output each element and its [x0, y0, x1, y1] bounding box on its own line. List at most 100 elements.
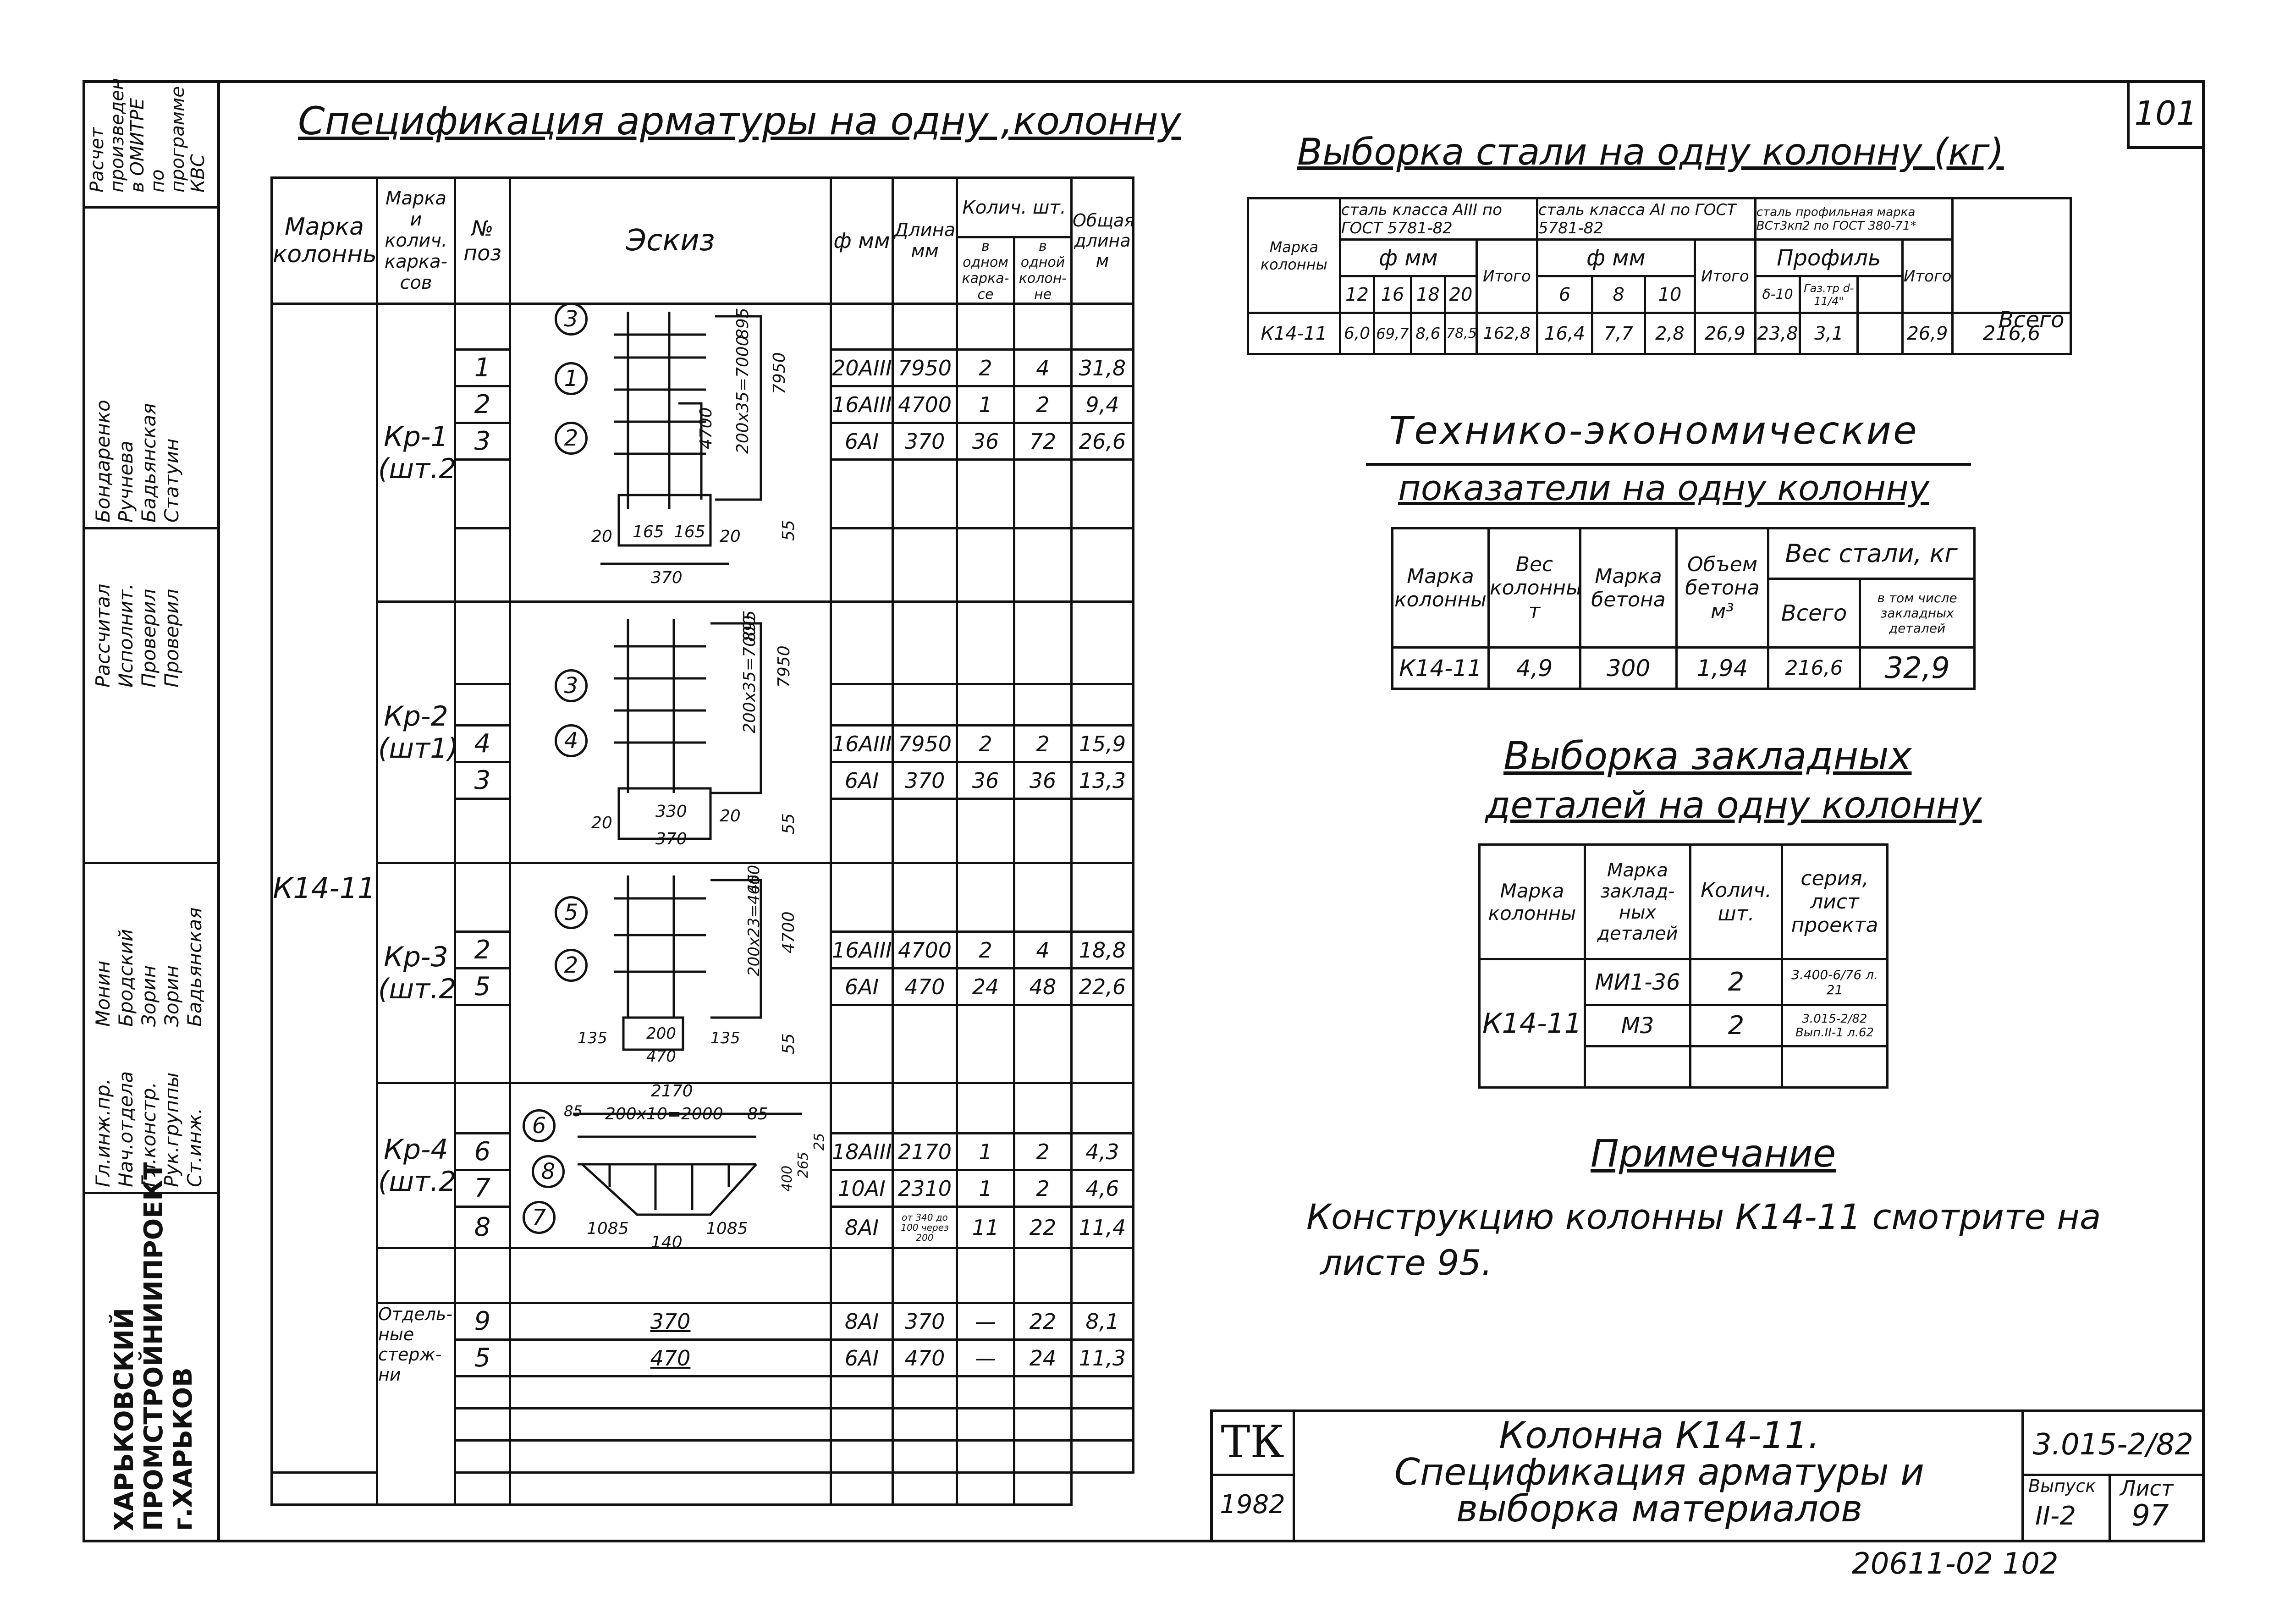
- dim-kr4: 85: [747, 1105, 768, 1123]
- dim-kr4: 25: [811, 1133, 827, 1151]
- spec-title: Спецификация арматуры на одну ,колонну: [298, 99, 1181, 143]
- stamp-sheet: 97: [2131, 1499, 2169, 1533]
- side-calc-note: Расчет произведен в ОМИТРЕ по программе …: [87, 78, 209, 193]
- frame-separate: Отдель-ные стерж-ни: [376, 1302, 456, 1506]
- hdr-qty-frame: в одном карка-се: [956, 236, 1015, 305]
- note-text-2: листе 95.: [1320, 1242, 1492, 1283]
- embedded-table: Марка колонны Марка заклад-ных деталей К…: [1478, 843, 1889, 1089]
- spec-table: Марка колонны Марка и колич. карка-сов №…: [270, 176, 1134, 1506]
- title-block-divider: [2021, 1409, 2024, 1542]
- dim-kr2: 895: [740, 610, 759, 642]
- steel-title: Выборка стали на одну колонну (кг): [1297, 131, 2004, 173]
- callout-circle: 5: [555, 896, 588, 929]
- archive-number: 20611-02 102: [1852, 1547, 2059, 1581]
- sheet-number: 101: [2134, 94, 2197, 132]
- frame-kr2: Кр-2 (шт1): [376, 600, 456, 864]
- dim-kr3: 45: [745, 874, 763, 894]
- hdr-total: Общая длина м: [1070, 176, 1134, 305]
- sketch-kr4-drawing: [573, 1112, 802, 1216]
- hdr-mark: Марка колонны: [270, 176, 378, 305]
- side-divider-3: [83, 862, 220, 864]
- dim-kr1: 7950: [770, 352, 789, 394]
- frame-kr4: Кр-4 (шт.2): [376, 1082, 456, 1249]
- sheet-number-box: [2127, 80, 2205, 149]
- dim-kr4: 200х10=2000: [605, 1105, 723, 1123]
- dim-kr2: 370: [655, 830, 687, 848]
- side-name-5: Бадьянская: [183, 907, 206, 1027]
- hdr-pos: № поз: [454, 176, 511, 305]
- callout-circle: 1: [555, 362, 588, 395]
- stamp-title-2: Спецификация арматуры и: [1394, 1451, 1925, 1493]
- callout-circle: 8: [532, 1155, 565, 1188]
- hdr-sketch: Эскиз: [509, 176, 832, 305]
- dim-kr1: 895: [733, 308, 752, 339]
- tech-title-1: Технико-экономические: [1389, 408, 1919, 453]
- side-role2-3: Проверил: [138, 589, 160, 688]
- stamp-issue: II-2: [2035, 1501, 2076, 1531]
- side-name2-1: Бондаренко: [92, 400, 114, 523]
- dim-kr1: 4700: [697, 407, 716, 449]
- side-name2-4: Статуин: [160, 438, 183, 523]
- dim-kr1: 200х35=7000: [733, 336, 752, 454]
- hdr-diam: ф мм: [830, 176, 894, 305]
- side-role-3: Гл.констр.: [138, 1082, 160, 1187]
- side-company: ХАРЬКОВСКИЙ ПРОМСТРОЙНИИПРОЕКТ г.ХАРЬКОВ: [110, 1162, 198, 1531]
- sketch-kr3-drawing: [614, 875, 762, 1051]
- stamp-code: 3.015-2/82: [2032, 1428, 2194, 1462]
- callout-circle: 6: [523, 1109, 556, 1142]
- callout-circle: 3: [555, 303, 588, 336]
- dim-kr1: 370: [651, 568, 683, 587]
- hdr-qty: Колич. шт.: [956, 176, 1073, 238]
- dim-kr3: 4700: [779, 911, 798, 953]
- dim-kr2: 20: [591, 814, 612, 832]
- callout-circle: 3: [555, 669, 588, 702]
- tech-title-underline: [1366, 463, 1971, 466]
- stamp-issue-label: Выпуск: [2028, 1476, 2096, 1496]
- dim-kr4: 1085: [706, 1219, 748, 1238]
- column-mark: К14-11: [270, 303, 378, 1474]
- side-role-1: Гл.инж.пр.: [92, 1078, 114, 1187]
- steel-table: Марка колонны сталь класса АIII по ГОСТ …: [1247, 197, 2072, 355]
- side-divider-2: [83, 1192, 220, 1194]
- side-strip: [83, 80, 220, 1542]
- side-role-2: Нач.отдела: [115, 1071, 137, 1187]
- side-role-5: Ст.инж.: [183, 1107, 206, 1187]
- embedded-title-1: Выборка закладных: [1503, 733, 1912, 778]
- embedded-title-2: деталей на одну колонну: [1485, 784, 1982, 826]
- hdr-length: Длина мм: [892, 176, 958, 305]
- dim-kr1: 20: [720, 527, 741, 546]
- stamp-title-3: выборка материалов: [1456, 1487, 1863, 1530]
- dim-kr4: 1085: [587, 1219, 629, 1238]
- side-divider: [83, 206, 220, 209]
- title-block-divider: [2021, 1474, 2205, 1476]
- stamp-sheet-label: Лист: [2120, 1476, 2174, 1501]
- frame-kr3: Кр-3 (шт.2): [376, 862, 456, 1084]
- dim-kr2: 55: [779, 813, 798, 834]
- stamp-year: 1982: [1220, 1490, 1285, 1519]
- side-name-4: Зорин: [160, 965, 183, 1027]
- dim-kr1: 20: [591, 527, 612, 546]
- dim-kr2: 7950: [775, 645, 793, 688]
- dim-kr3: 470: [646, 1047, 676, 1066]
- callout-circle: 4: [555, 724, 588, 757]
- sketch-kr1-drawing: [600, 312, 762, 565]
- stamp-org: ТК: [1221, 1416, 1284, 1468]
- sketch-kr2-drawing: [614, 619, 762, 840]
- note-title: Примечание: [1591, 1132, 1836, 1176]
- title-block: [1210, 1409, 2205, 1542]
- side-role2-1: Рассчитал: [92, 584, 114, 688]
